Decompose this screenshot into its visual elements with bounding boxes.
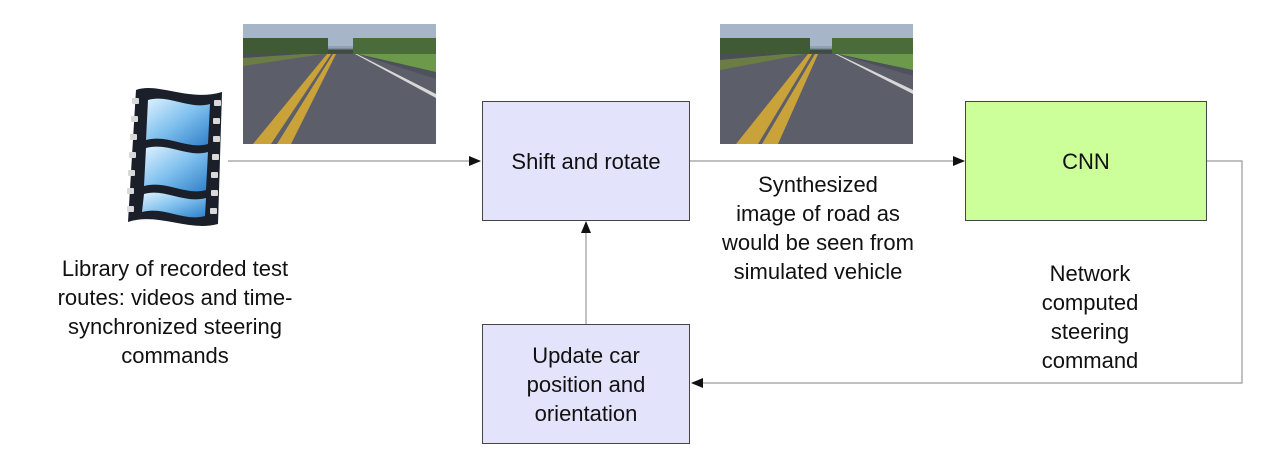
- synthesized-caption: Synthesized image of road as would be se…: [722, 172, 914, 284]
- cnn-label: CNN: [1062, 148, 1110, 174]
- cnn-node: CNN: [965, 101, 1207, 221]
- update-car-node: Update car position and orientation: [482, 324, 690, 444]
- shift-and-rotate-label: Shift and rotate: [511, 148, 661, 174]
- shift-and-rotate-node: Shift and rotate: [482, 101, 690, 221]
- library-caption: Library of recorded test routes: videos …: [57, 256, 293, 368]
- film-strip-icon: [127, 88, 222, 226]
- arrow-cnn-to-update: [691, 160, 1243, 388]
- road-photo-synthesized: [720, 24, 913, 144]
- road-photo-input: [243, 24, 436, 144]
- network-command-caption: Network computed steering command: [1041, 261, 1139, 373]
- update-car-label: Update car position and orientation: [526, 342, 646, 426]
